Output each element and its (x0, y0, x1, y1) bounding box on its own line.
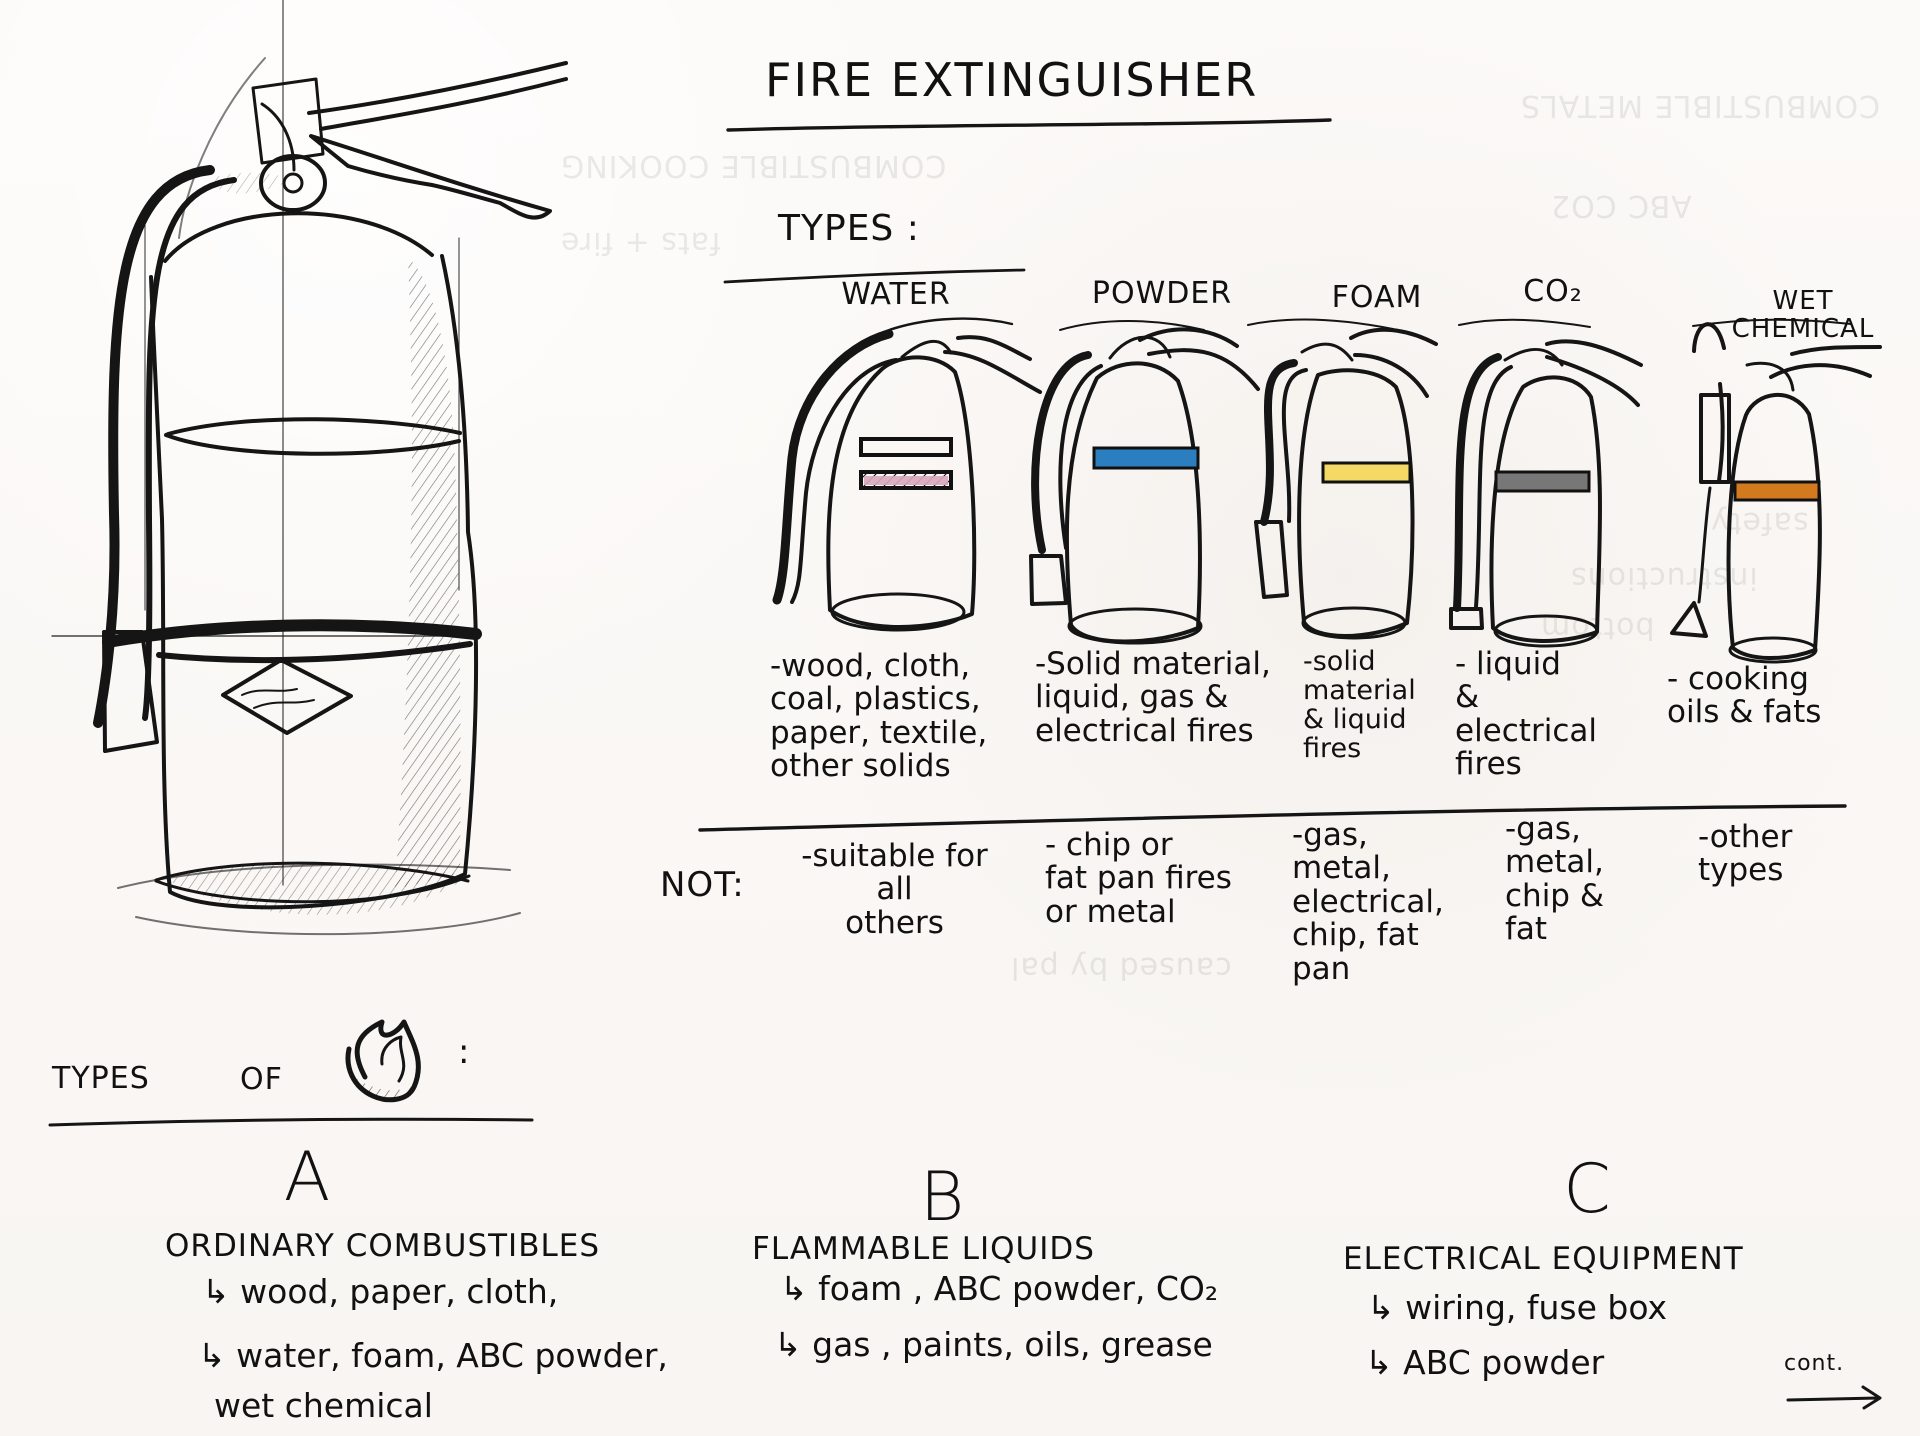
co2-suitable-text: - liquid & electrical fires (1455, 646, 1597, 783)
not-label: NOT: (660, 865, 745, 905)
extinguisher-type-water: WATER (841, 277, 951, 312)
main-extinguisher-drawing (51, 0, 568, 936)
fire-types-heading-of: OF (240, 1062, 283, 1097)
water-not-text: -suitable for all others (801, 838, 988, 941)
fire-class-b-line-2: ↳ gas , paints, oils, grease (774, 1325, 1213, 1364)
fire-types-heading-left: TYPES (52, 1061, 150, 1096)
water-suitable-text: -wood, cloth, coal, plastics, paper, tex… (770, 648, 988, 785)
fire-class-a-title: ORDINARY COMBUSTIBLES (165, 1228, 601, 1264)
extinguisher-type-powder: POWDER (1091, 276, 1233, 311)
fire-class-c-line-1: ↳ wiring, fuse box (1367, 1288, 1668, 1327)
powder-suitable-text: -Solid material, liquid, gas & electrica… (1035, 646, 1271, 749)
section-divider (698, 804, 1847, 832)
fire-class-c-letter: C (1563, 1150, 1611, 1229)
types-heading: TYPES : (778, 208, 920, 249)
flame-icon-drawing (345, 1019, 421, 1103)
page-title: FIRE EXTINGUISHER (765, 53, 1259, 107)
title-underline (726, 118, 1332, 132)
extinguisher-type-foam: FOAM (1331, 280, 1423, 315)
co2-not-text: -gas, metal, chip & fat (1505, 811, 1605, 948)
fire-class-a-letter: A (283, 1138, 331, 1217)
fire-class-b-title: FLAMMABLE LIQUIDS (752, 1231, 1095, 1267)
fire-class-b-letter: B (919, 1158, 965, 1237)
foam-suitable-text: -solid material & liquid fires (1303, 646, 1416, 765)
extinguisher-drawings (772, 317, 1882, 664)
continuation-arrow (1786, 1385, 1882, 1410)
fire-class-c-title: ELECTRICAL EQUIPMENT (1343, 1241, 1744, 1277)
powder-not-text: - chip or fat pan fires or metal (1045, 827, 1232, 930)
continuation-label: cont. (1784, 1351, 1845, 1376)
extinguisher-type-co2: CO₂ (1523, 274, 1583, 309)
foam-not-text: -gas, metal, electrical, chip, fat pan (1292, 817, 1444, 987)
fire-class-c-line-2: ↳ ABC powder (1365, 1343, 1605, 1382)
wet-chemical-suitable-text: - cooking oils & fats (1667, 661, 1822, 731)
fire-class-a-line-2: ↳ water, foam, ABC powder, (198, 1336, 668, 1375)
fire-class-b-line-1: ↳ foam , ABC powder, CO₂ (780, 1269, 1219, 1308)
wet-chemical-not-text: -other types (1698, 819, 1793, 889)
fire-types-underline (48, 1117, 534, 1127)
fire-types-heading-colon: : (458, 1032, 471, 1072)
extinguisher-type-wet-chemical: WET CHEMICAL (1731, 286, 1875, 345)
fire-class-a-line-3: wet chemical (214, 1386, 433, 1425)
types-underline (723, 268, 1026, 284)
fire-class-a-line-1: ↳ wood, paper, cloth, (202, 1272, 559, 1311)
